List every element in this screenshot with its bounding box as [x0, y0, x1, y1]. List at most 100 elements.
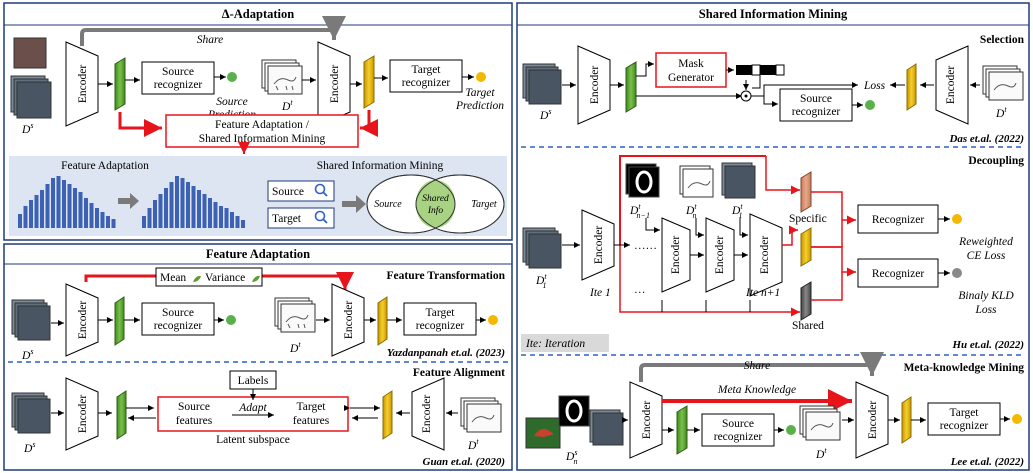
histogram-bar: [34, 195, 39, 228]
histogram-bar: [147, 208, 152, 228]
histogram-bar: [235, 216, 240, 228]
histogram-bar: [197, 190, 201, 228]
svg-text:Target: Target: [297, 401, 327, 413]
svg-text:Binaly KLD: Binaly KLD: [958, 290, 1014, 302]
panel-delta-adaptation: Δ-Adaptation Share Ds Encoder Source rec…: [3, 2, 513, 241]
svg-text:recognizer: recognizer: [154, 79, 203, 91]
prediction-dot: [952, 214, 962, 224]
svg-text:Encoder: Encoder: [945, 66, 957, 104]
svg-text:Source: Source: [216, 96, 248, 108]
svg-text:Info: Info: [427, 205, 444, 216]
source-recognizer: [141, 61, 215, 95]
dt-label: Dt: [467, 437, 479, 452]
svg-text:Latent subspace: Latent subspace: [216, 434, 290, 446]
svg-text:Das et.al. (2022): Das et.al. (2022): [948, 133, 1024, 145]
svg-text:Guan et.al. (2020): Guan et.al. (2020): [423, 456, 506, 468]
dt-label: Dt: [281, 98, 293, 113]
source-search-box: [267, 180, 335, 202]
ellipsis: ……: [634, 240, 657, 252]
svg-text:Ite 1: Ite 1: [589, 287, 611, 299]
dt-label: Dt: [289, 340, 301, 355]
prediction-dot: [786, 425, 796, 435]
target-feature: [800, 227, 812, 267]
encoder: [317, 41, 351, 127]
histogram-bar: [175, 176, 179, 228]
histogram-bar: [84, 198, 88, 228]
svg-text:Loss: Loss: [974, 304, 997, 316]
target-feature: [901, 396, 912, 444]
svg-text:Encoder: Encoder: [343, 301, 355, 339]
prediction-dot: [865, 100, 875, 110]
encoder: [411, 377, 445, 451]
svg-text:Source: Source: [162, 66, 194, 78]
target-feature: [377, 296, 388, 346]
svg-text:recognizer: recognizer: [402, 77, 451, 89]
svg-text:Yazdanpanah et.al. (2023): Yazdanpanah et.al. (2023): [387, 347, 505, 359]
svg-text:Feature Adaptation: Feature Adaptation: [206, 247, 310, 261]
prediction-dot: [1012, 414, 1022, 424]
svg-text:recognizer: recognizer: [940, 420, 989, 432]
arrow-gray: [118, 193, 139, 209]
histogram-bar: [73, 188, 77, 228]
svg-text:Source: Source: [162, 307, 194, 319]
histogram-bar: [78, 192, 83, 228]
svg-text:Source: Source: [800, 93, 832, 105]
source-recognizer: [779, 88, 853, 122]
target-image-stack: [799, 405, 841, 441]
target-recognizer: [927, 402, 1001, 436]
specific-feature: [800, 171, 812, 213]
svg-text:Ite: Iteration: Ite: Iteration: [525, 338, 585, 350]
panel-feature-adaptation: Feature Adaptation Feature Transformatio…: [3, 243, 513, 471]
ds-label: Ds: [23, 440, 35, 455]
encoder: [581, 209, 615, 281]
histogram-bar: [100, 212, 105, 228]
mnist-image: [625, 163, 660, 198]
svg-text:Mask: Mask: [678, 58, 704, 70]
svg-text:Lee et.al. (2022): Lee et.al. (2022): [950, 456, 1024, 468]
svg-text:Meta-knowledge Mining: Meta-knowledge Mining: [904, 362, 1025, 374]
svg-text:Hu et.al. (2022): Hu et.al. (2022): [952, 339, 1025, 351]
target-feature: [906, 63, 917, 111]
shared-feature: [800, 281, 812, 321]
target-feature: [363, 55, 375, 109]
svg-text:Feature Adaptation /: Feature Adaptation /: [215, 119, 310, 131]
histogram-bar: [219, 206, 223, 228]
svg-text:Encoder: Encoder: [714, 236, 726, 274]
svg-text:Encoder: Encoder: [589, 66, 601, 104]
mean-variance-box: [155, 267, 263, 287]
leaf-icon: [252, 275, 260, 282]
dt-label: Dt: [815, 446, 827, 461]
svg-text:Shared: Shared: [422, 194, 449, 204]
histogram-bar: [23, 206, 28, 228]
svg-text:Labels: Labels: [238, 375, 269, 387]
encoder: [705, 217, 735, 293]
source-feature: [116, 390, 127, 440]
encoder-label: Encoder: [77, 65, 89, 103]
histogram-bar: [29, 200, 33, 228]
ds-label: Ds: [21, 347, 33, 362]
histogram-bar: [208, 198, 212, 228]
svg-text:features: features: [293, 415, 330, 427]
dt-label: Dt: [995, 105, 1007, 120]
recognizer: [857, 258, 939, 288]
svg-text:Target: Target: [950, 407, 980, 419]
svg-text:Encoder: Encoder: [670, 236, 682, 274]
svg-text:Target: Target: [465, 87, 495, 99]
histogram-bar: [45, 184, 50, 228]
svg-text:recognizer: recognizer: [154, 320, 203, 332]
svg-text:Shared Information Mining: Shared Information Mining: [699, 7, 848, 21]
source-feature: [676, 405, 688, 455]
svg-text:Meta Knowledge: Meta Knowledge: [717, 384, 796, 396]
svg-text:Specific: Specific: [789, 213, 827, 225]
svg-text:Recognizer: Recognizer: [872, 268, 925, 280]
histogram-bar: [142, 216, 146, 228]
histogram-bar: [111, 219, 116, 228]
ellipsis: …: [634, 284, 646, 296]
encoder: [65, 377, 99, 451]
target-prediction-dot: [476, 72, 486, 82]
